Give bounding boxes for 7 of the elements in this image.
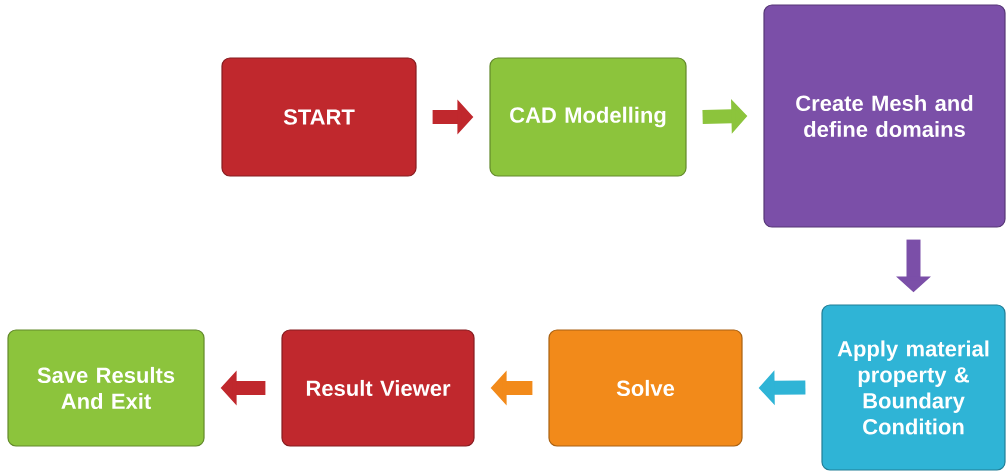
- process-box: Solve: [548, 329, 743, 447]
- process-box: Result Viewer: [281, 329, 475, 447]
- process-box: Apply material property & Boundary Condition: [821, 304, 1006, 471]
- process-box: Create Mesh and define domains: [763, 4, 1006, 228]
- process-box: Save Results And Exit: [7, 329, 205, 447]
- process-box: CAD Modelling: [489, 57, 687, 177]
- process-box: START: [221, 57, 417, 177]
